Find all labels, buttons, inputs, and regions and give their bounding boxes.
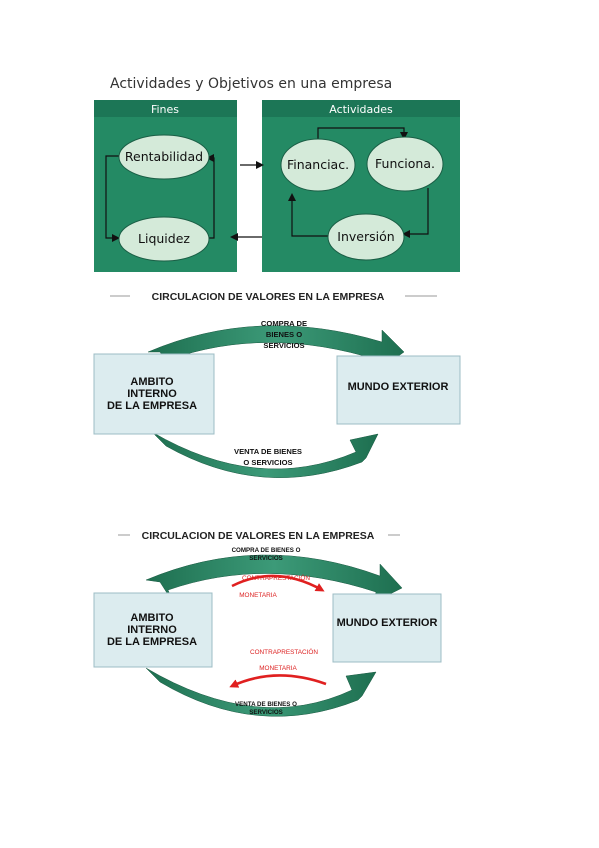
mundo-box-1 xyxy=(336,355,461,425)
actividades-header-bar xyxy=(262,100,460,117)
top-label-2-line1: COMPRA DE BIENES O xyxy=(232,547,301,554)
node-liquidez xyxy=(118,216,210,262)
top-label-line2: BIENES O xyxy=(266,330,302,339)
bottom-arc-arrow-2 xyxy=(145,667,377,717)
rentabilidad-loop-line xyxy=(206,154,215,239)
inversion-to-financiac-line xyxy=(288,193,330,237)
bottom-label-line2: O SERVICIOS xyxy=(243,458,292,467)
node-funciona xyxy=(366,136,444,192)
ambito-2-line2: INTERNO xyxy=(127,624,177,636)
node-rentabilidad xyxy=(118,134,210,180)
circulation-title-2: CIRCULACION DE VALORES EN LA EMPRESA xyxy=(142,530,375,542)
monetaria-bottom-label: MONETARIA xyxy=(259,665,297,672)
red-arrow-top xyxy=(231,574,325,592)
ambito-1-line2: INTERNO xyxy=(127,388,177,400)
contra-bottom-label: CONTRAPRESTACIÓN xyxy=(250,647,318,656)
node-inversion xyxy=(327,213,405,261)
fines-header: Fines xyxy=(151,103,179,116)
top-label-line1: COMPRA DE xyxy=(261,319,307,328)
top-label-line3: SERVICIOS xyxy=(263,341,304,350)
activities-title: Actividades y Objetivos en una empresa xyxy=(110,76,392,92)
node-funciona-label: Funciona. xyxy=(375,156,435,171)
top-arc-arrow xyxy=(147,325,405,373)
ambito-box-1 xyxy=(93,353,215,435)
node-liquidez-label: Liquidez xyxy=(138,231,190,246)
node-financiac xyxy=(280,138,356,192)
actividades-header: Actividades xyxy=(329,103,393,116)
mundo-1-label: MUNDO EXTERIOR xyxy=(348,381,449,393)
activities-diagram: Actividades y Objetivos en una empresa F… xyxy=(94,76,460,272)
financiac-to-funciona-line xyxy=(317,127,408,142)
circulation-diagram-1: CIRCULACION DE VALORES EN LA EMPRESA COM… xyxy=(93,291,461,478)
liquidez-loop-line xyxy=(105,155,120,242)
circulation-title-1: CIRCULACION DE VALORES EN LA EMPRESA xyxy=(152,291,385,303)
top-label-2-line2: SERVICIOS xyxy=(249,555,283,562)
bottom-label-2-line1: VENTA DE BIENES O xyxy=(235,701,297,708)
red-arrow-bottom xyxy=(229,674,327,688)
mundo-box-2 xyxy=(332,593,442,663)
ambito-1-line1: AMBITO xyxy=(130,376,174,388)
funciona-to-inversion-line xyxy=(402,188,429,238)
mundo-2-label: MUNDO EXTERIOR xyxy=(337,617,438,629)
fines-header-bar xyxy=(94,100,237,117)
ambito-box-2 xyxy=(93,592,213,668)
monetaria-top-label: MONETARIA xyxy=(239,592,277,599)
bottom-label-2-line2: SERVICIOS xyxy=(249,709,283,716)
circulation-diagram-2: CIRCULACION DE VALORES EN LA EMPRESA COM… xyxy=(93,530,442,717)
node-rentabilidad-label: Rentabilidad xyxy=(125,149,203,164)
ambito-1-line3: DE LA EMPRESA xyxy=(107,400,197,412)
top-arc-arrow-2 xyxy=(145,554,403,605)
ambito-2-line1: AMBITO xyxy=(130,612,174,624)
node-financiac-label: Financiac. xyxy=(287,157,349,172)
node-inversion-label: Inversión xyxy=(337,229,394,244)
ambito-2-line3: DE LA EMPRESA xyxy=(107,636,197,648)
bottom-label-line1: VENTA DE BIENES xyxy=(234,447,302,456)
bottom-arc-arrow xyxy=(151,431,379,478)
contra-top-label: CONTRAPRESTACIÓN xyxy=(242,573,310,582)
